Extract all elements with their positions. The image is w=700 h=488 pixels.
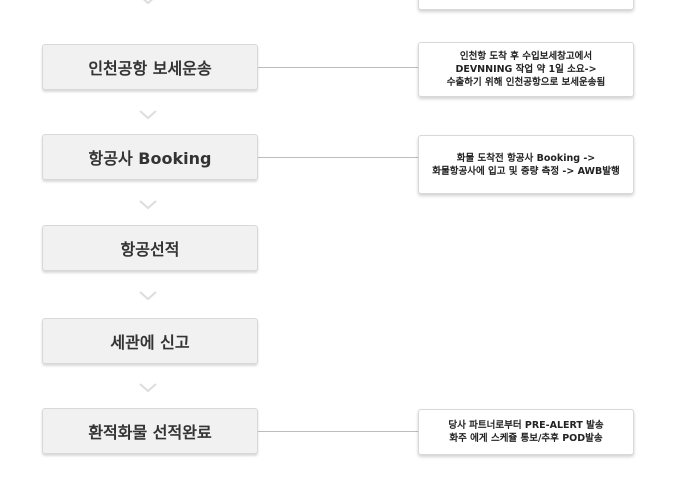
note-bonded-transport: 인천항 도착 후 수입보세창고에서 DEVNNING 작업 약 1일 소요-> … [418, 42, 634, 97]
top-note-box-partial [418, 0, 634, 10]
step-label: 세관에 신고 [110, 333, 190, 352]
step-customs-declaration: 세관에 신고 [42, 318, 258, 364]
step-bonded-transport: 인천공항 보세운송 [42, 44, 258, 90]
note-line: 수출하기 위해 인천공항으로 보세운송됨 [446, 77, 606, 88]
connector-line [258, 431, 418, 432]
step-label: 인천공항 보세운송 [88, 59, 212, 78]
chevron-down-icon [139, 200, 157, 210]
chevron-down-icon [139, 110, 157, 120]
chevron-down-icon [139, 0, 157, 5]
step-transship-complete: 환적화물 선적완료 [42, 408, 258, 454]
note-line: 화물항공사에 입고 및 중량 측정 -> AWB발행 [432, 165, 620, 177]
note-line: 인천항 도착 후 수입보세창고에서 [459, 51, 593, 62]
note-line: 화주 에게 스케쥴 통보/추후 POD발송 [449, 433, 603, 444]
chevron-down-icon [139, 383, 157, 393]
note-transship-complete: 당사 파트너로부터 PRE-ALERT 발송 화주 에게 스케쥴 통보/추후 P… [418, 409, 634, 455]
note-airline-booking: 화물 도착전 항공사 Booking -> 화물항공사에 입고 및 중량 측정 … [418, 135, 634, 194]
step-label: 항공사 Booking [88, 149, 212, 168]
step-airline-booking: 항공사 Booking [42, 134, 258, 180]
step-label: 항공선적 [120, 240, 180, 259]
step-air-loading: 항공선적 [42, 225, 258, 271]
connector-line [258, 67, 418, 68]
step-label: 환적화물 선적완료 [88, 423, 212, 442]
note-line: DEVNNING 작업 약 1일 소요-> [455, 64, 597, 75]
connector-line [258, 157, 418, 158]
chevron-down-icon [139, 291, 157, 301]
note-line: 화물 도착전 항공사 Booking -> [456, 152, 596, 164]
note-line: 당사 파트너로부터 PRE-ALERT 발송 [448, 420, 604, 431]
